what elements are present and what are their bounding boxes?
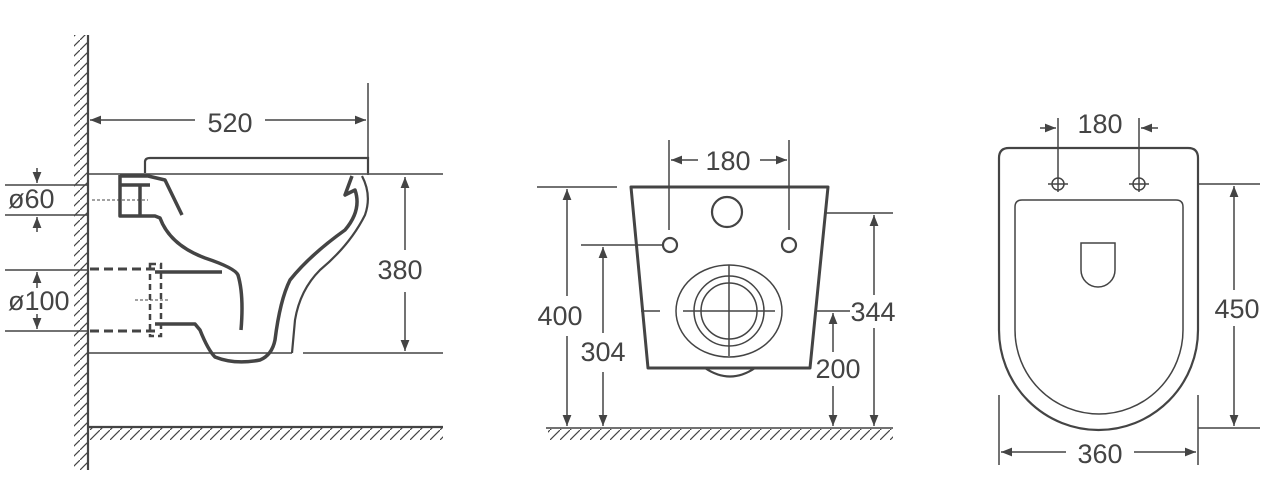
bowl-inner-outline [118, 175, 244, 331]
floor-hatching [548, 429, 893, 440]
width-dimension-label: 520 [207, 108, 252, 138]
hole-spacing-label: 180 [1077, 109, 1122, 139]
height-dimension-label: 380 [377, 255, 422, 285]
floor-hatching [90, 428, 443, 440]
inlet-hole [710, 195, 744, 229]
tank-hole-spacing-label: 180 [705, 146, 750, 176]
side-view: 520 380 ø60 ø100 [5, 35, 443, 470]
total-height-label: 400 [537, 301, 582, 331]
top-view: 180 450 360 [997, 109, 1260, 469]
seat-inner-outline [1014, 199, 1184, 415]
top-height-label: 344 [850, 297, 895, 327]
inlet-diameter-label: ø60 [8, 184, 55, 214]
rear-outline [629, 185, 830, 370]
top-outer-outline [997, 146, 1200, 432]
bowl-outer-outline [155, 175, 359, 364]
length-label: 450 [1214, 294, 1259, 324]
bowl-opening [1080, 242, 1116, 288]
mount-hole-right [780, 236, 798, 254]
wall-hatching [74, 35, 88, 470]
rear-view: 180 400 304 344 200 [537, 140, 896, 440]
outlet-height-label: 200 [815, 354, 860, 384]
mount-hole-left [661, 236, 679, 254]
outlet-diameter-label: ø100 [8, 286, 70, 316]
width-label: 360 [1077, 439, 1122, 469]
seat-outline [143, 156, 370, 173]
mount-hole-height-label: 304 [580, 337, 625, 367]
